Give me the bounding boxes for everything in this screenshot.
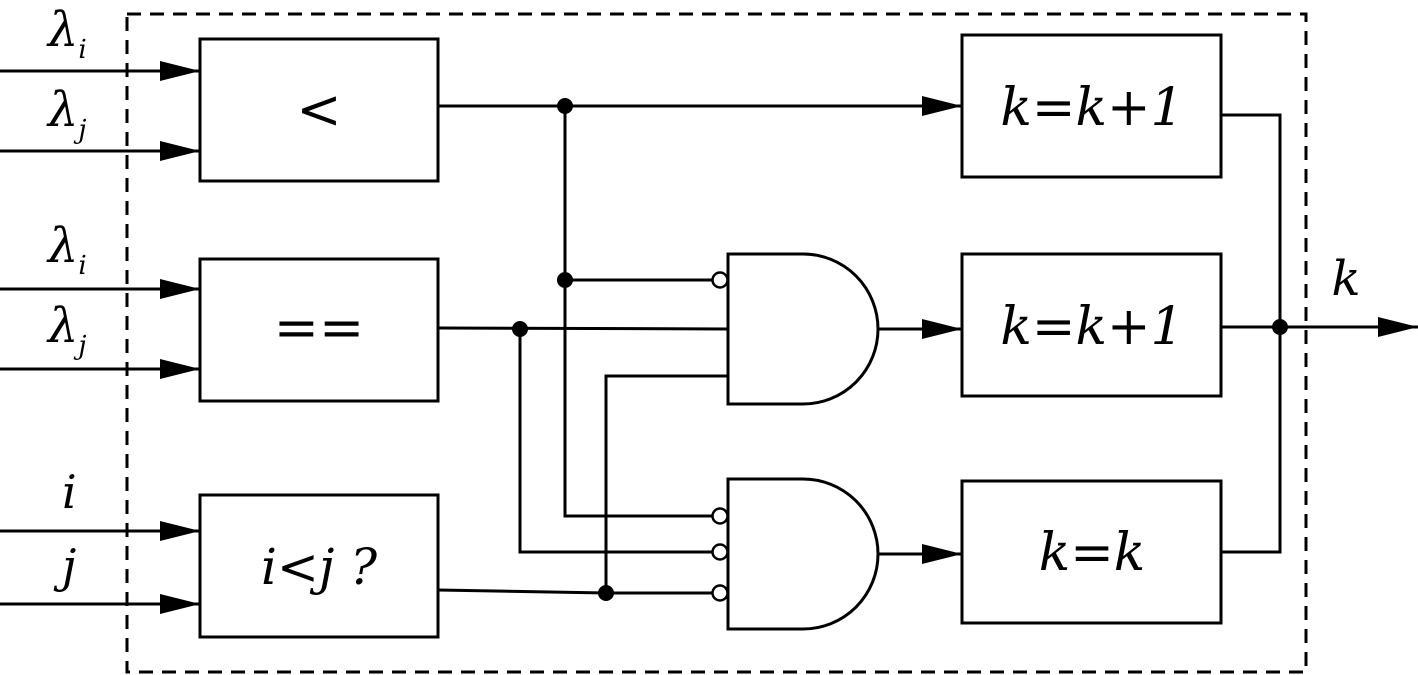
input-label-top-a: λi — [46, 2, 87, 65]
update-block-middle — [960, 252, 1223, 398]
input-label-top-b: λj — [46, 82, 86, 145]
output-label: k — [1331, 251, 1360, 307]
wire-index-branch — [604, 374, 728, 593]
and-gate-lower — [726, 477, 880, 631]
junction-dot — [557, 272, 573, 288]
update-block-bottom — [960, 479, 1223, 625]
update-block-top — [960, 33, 1223, 179]
junction-dot — [1272, 319, 1288, 335]
input-label-bot-a: i — [62, 465, 77, 519]
wire-less-branch — [563, 106, 720, 518]
update-label-middle: k=k+1 — [1000, 297, 1183, 357]
junction-dot — [512, 321, 528, 337]
wire-equals-branch — [518, 329, 720, 554]
index-compare-block — [198, 493, 440, 639]
inverter-bubble — [711, 543, 729, 561]
system-boundary — [125, 12, 1308, 674]
equals-label: == — [274, 296, 365, 359]
inverter-bubble — [711, 271, 729, 289]
junction-dot — [557, 98, 573, 114]
inverter-bubble — [711, 584, 729, 602]
junction-dot — [598, 585, 614, 601]
equals-block — [198, 257, 440, 403]
update-label-bottom: k=k — [1039, 523, 1146, 583]
input-label-bot-b: j — [53, 539, 76, 593]
less-than-block — [198, 37, 440, 183]
input-label-mid-b: λj — [46, 298, 86, 361]
wire-output-merge — [1221, 113, 1282, 554]
wire-index-to-and2 — [437, 588, 720, 595]
index-compare-label: i<j ? — [261, 538, 378, 596]
and-gate-upper — [726, 252, 880, 406]
update-label-top: k=k+1 — [1000, 78, 1183, 138]
wire-equals-to-and1 — [437, 326, 729, 331]
less-than-label: < — [296, 78, 341, 141]
input-label-mid-a: λi — [46, 218, 87, 281]
inverter-bubble — [711, 507, 729, 525]
